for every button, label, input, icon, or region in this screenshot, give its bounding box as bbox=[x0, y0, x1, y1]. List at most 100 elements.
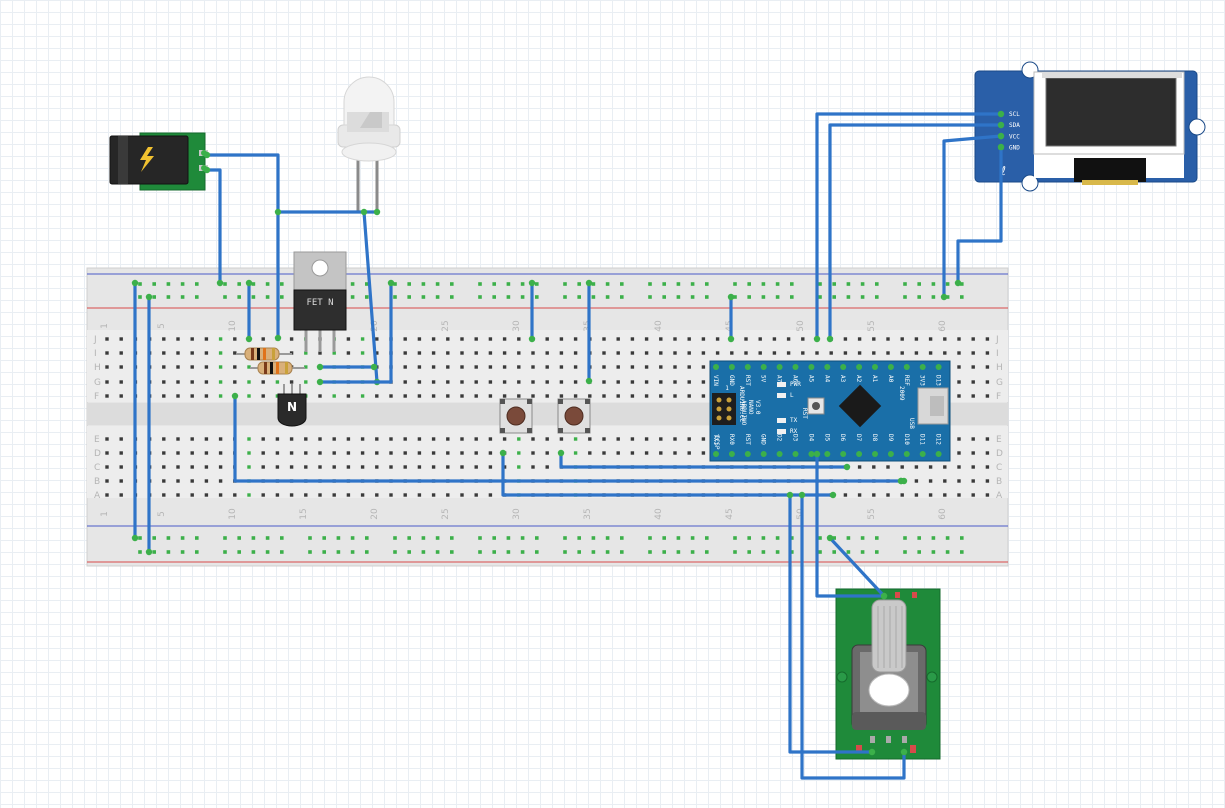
nano-title-1: ARDUINO bbox=[740, 400, 747, 426]
nano-bottom-pin-label: GND bbox=[760, 434, 767, 445]
wire bbox=[205, 153, 280, 340]
wire bbox=[318, 281, 393, 384]
resistor-2[interactable] bbox=[250, 361, 305, 375]
wire bbox=[815, 112, 1003, 341]
column-number-bottom: 5 bbox=[157, 511, 167, 517]
nano-top-pin-label: VIN bbox=[712, 375, 719, 386]
nano-top-pin-label: RST bbox=[744, 375, 751, 386]
column-number-bottom: 35 bbox=[583, 508, 593, 519]
wire-end bbox=[203, 166, 211, 174]
nano-bottom-pin-label: D4 bbox=[807, 434, 814, 442]
wire-end bbox=[727, 335, 735, 343]
wire-end bbox=[997, 132, 1005, 140]
grove-icon: ℓ bbox=[1000, 164, 1006, 178]
nano-bottom-pin bbox=[760, 451, 767, 457]
nano-bottom-pin bbox=[935, 451, 942, 457]
nano-bottom-pin bbox=[744, 451, 751, 457]
wire-end bbox=[813, 335, 821, 343]
column-number-bottom: 40 bbox=[654, 508, 664, 520]
wire bbox=[942, 134, 1003, 299]
nano-bottom-pin bbox=[713, 451, 719, 457]
column-number-bottom: 1 bbox=[100, 511, 110, 517]
nano-top-pin-label: GND bbox=[728, 375, 735, 386]
wire bbox=[828, 123, 1003, 341]
wire-end bbox=[131, 534, 139, 542]
nano-top-pin bbox=[744, 364, 751, 370]
push-button-2[interactable] bbox=[557, 398, 591, 434]
white-led[interactable] bbox=[337, 76, 401, 212]
wire-end bbox=[940, 293, 948, 301]
rotary-encoder-module[interactable] bbox=[835, 588, 941, 760]
column-number-top: 40 bbox=[654, 320, 664, 332]
wire-end bbox=[897, 477, 905, 485]
nano-bottom-pin-label: D8 bbox=[871, 434, 878, 442]
wire bbox=[205, 168, 222, 285]
column-number-top: 10 bbox=[228, 320, 238, 332]
wire-end bbox=[868, 748, 876, 756]
column-number-bottom: 30 bbox=[512, 508, 522, 520]
nano-top-pin-label: A1 bbox=[871, 375, 878, 383]
row-letter-right: J bbox=[995, 335, 999, 345]
nano-brand: ARDUINO.CC bbox=[738, 386, 745, 423]
nano-top-pin bbox=[808, 364, 815, 370]
column-number-top: 50 bbox=[796, 320, 806, 332]
column-number-bottom: 45 bbox=[725, 508, 735, 519]
wire bbox=[362, 210, 379, 384]
wire-end bbox=[880, 592, 888, 600]
nano-bottom-pin bbox=[919, 451, 926, 457]
nano-one-label: 1 bbox=[725, 385, 729, 392]
resistor-1[interactable] bbox=[236, 347, 292, 361]
dc-power-jack[interactable] bbox=[109, 132, 208, 191]
wire bbox=[815, 452, 886, 598]
wire-end bbox=[231, 392, 239, 400]
nano-bottom-pin bbox=[840, 451, 847, 457]
row-letter-left: C bbox=[94, 463, 100, 473]
oled-pin-label: SCL bbox=[1009, 111, 1020, 118]
nano-top-pin bbox=[903, 364, 910, 370]
nano-top-pin bbox=[840, 364, 847, 370]
wire-end bbox=[786, 491, 794, 499]
npn-transistor[interactable]: N bbox=[277, 384, 307, 427]
nano-top-pin-label: A6 bbox=[792, 375, 799, 383]
row-letter-right: F bbox=[996, 392, 1001, 402]
push-button-1[interactable] bbox=[499, 398, 533, 434]
row-letter-right: H bbox=[996, 363, 1003, 373]
nano-top-pin bbox=[713, 364, 719, 370]
wire-end bbox=[245, 279, 253, 287]
nano-bottom-pin-label: D7 bbox=[855, 434, 862, 442]
nano-top-pin-label: 5V bbox=[760, 375, 767, 383]
wire-end bbox=[245, 335, 253, 343]
oled-pin-label: VCC bbox=[1009, 133, 1020, 140]
column-number-bottom: 15 bbox=[299, 508, 309, 519]
row-letter-left: F bbox=[94, 392, 99, 402]
row-letter-left: H bbox=[94, 363, 101, 373]
nano-bottom-pin-label: RST bbox=[744, 434, 751, 445]
column-number-top: 55 bbox=[867, 320, 877, 331]
wire-end bbox=[798, 491, 806, 499]
arduino-nano[interactable]: D133V3REFA0A1A2A3A4A5A6A75VRSTGNDVIND12D… bbox=[709, 360, 951, 462]
nano-top-pin-label: REF bbox=[903, 375, 910, 386]
wire-end bbox=[843, 463, 851, 471]
nano-led-l: L bbox=[790, 392, 794, 399]
nano-bottom-pin-label: D12 bbox=[935, 434, 942, 445]
nano-top-pin-label: A5 bbox=[807, 375, 814, 383]
nano-top-pin-label: A4 bbox=[823, 375, 830, 383]
column-number-top: 20 bbox=[370, 320, 380, 332]
wire-end bbox=[499, 449, 507, 457]
wire-end bbox=[145, 548, 153, 556]
mosfet-transistor[interactable]: FET N bbox=[293, 251, 347, 352]
column-number-top: 60 bbox=[938, 320, 948, 332]
nano-top-pin bbox=[935, 364, 942, 370]
lightning-icon bbox=[140, 147, 154, 172]
wire-end bbox=[528, 335, 536, 343]
wire-end bbox=[203, 151, 211, 159]
nano-top-pin bbox=[760, 364, 767, 370]
nano-bottom-pin-label: D2 bbox=[776, 434, 783, 442]
nano-bottom-pin-label: TX1 bbox=[712, 434, 719, 445]
nano-top-pin-label: 3V3 bbox=[919, 375, 926, 386]
row-letter-right: C bbox=[996, 463, 1002, 473]
wire-end bbox=[557, 449, 565, 457]
